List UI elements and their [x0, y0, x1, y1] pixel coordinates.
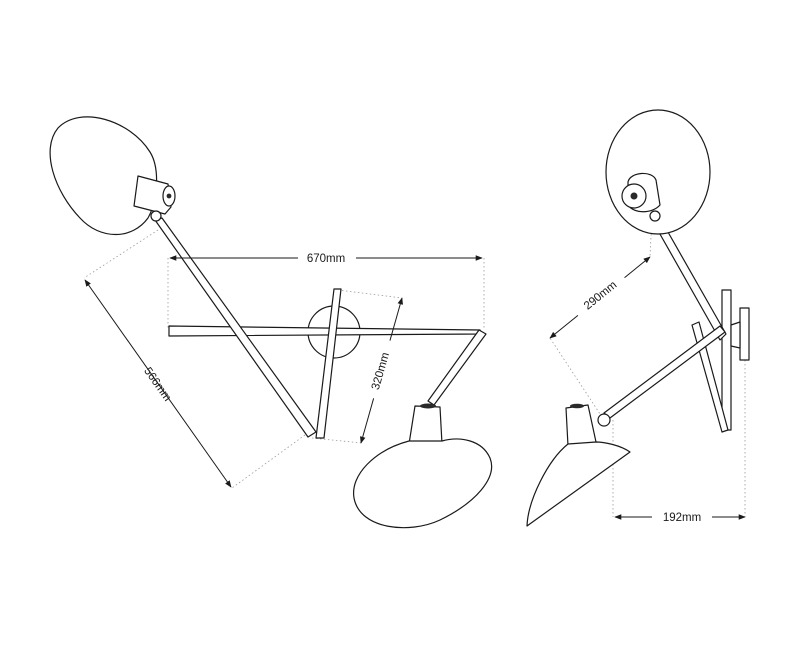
- right-extension-lines: [549, 217, 746, 517]
- left-lower-arm: [427, 329, 487, 406]
- right-wall-bracket: [721, 289, 750, 431]
- right-view: 290mm 192mm: [526, 109, 750, 527]
- left-horizontal-arm: [168, 325, 483, 337]
- left-lower-shade: [353, 403, 493, 529]
- dim-diagonal: 566mm: [84, 279, 232, 488]
- right-lower-shade: [526, 403, 631, 527]
- dim-height: 320mm: [360, 297, 403, 444]
- left-upright-rod: [315, 288, 342, 439]
- left-upper-shade: [49, 116, 176, 236]
- dim-projection: 192mm: [614, 509, 746, 525]
- dim-arm: 290mm: [549, 256, 651, 339]
- dim-width: 670mm: [169, 250, 483, 266]
- projection-dimension-label: 192mm: [663, 512, 701, 524]
- left-view: 670mm 566mm 320mm: [49, 116, 493, 529]
- right-upper-shade: [605, 109, 711, 235]
- right-upper-arm: [651, 217, 727, 341]
- width-dimension-label: 670mm: [307, 253, 345, 265]
